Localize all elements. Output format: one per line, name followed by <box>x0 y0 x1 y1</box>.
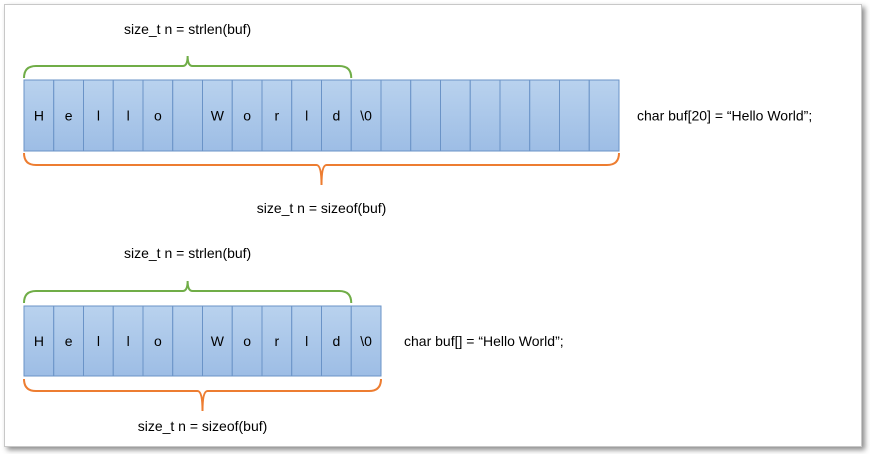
array-cell-char: o <box>243 333 251 349</box>
array-cell-char: o <box>154 333 162 349</box>
sizeof-label: size_t n = sizeof(buf) <box>257 200 387 216</box>
array-cell <box>53 79 84 152</box>
array-cell <box>142 79 174 152</box>
array-cell-char: d <box>332 108 340 124</box>
array-cell-char: e <box>65 333 73 349</box>
array-cell-char: \0 <box>360 333 372 349</box>
array-cell <box>23 305 55 377</box>
array-cell <box>410 79 441 152</box>
array-cell-char: r <box>275 333 280 349</box>
array-cell <box>112 305 144 377</box>
declaration-label: char buf[] = “Hello World”; <box>404 333 564 349</box>
array-cell <box>350 305 382 377</box>
sizeof-brace <box>23 378 382 412</box>
array-cell-char: l <box>97 333 100 349</box>
array-cell-char: l <box>127 108 130 124</box>
array-cell <box>559 79 590 152</box>
strlen-brace <box>23 55 353 79</box>
array-cell <box>291 305 322 377</box>
array-cell <box>202 305 233 377</box>
array-cell-char: e <box>65 108 73 124</box>
array-cell-char: \0 <box>360 108 372 124</box>
array-cell <box>202 79 233 152</box>
array-cell-char: W <box>211 333 225 349</box>
array-cell-char: o <box>154 108 162 124</box>
array-cell <box>112 79 144 152</box>
array-cell <box>499 79 531 152</box>
array-cell <box>440 79 471 152</box>
array-cell <box>231 305 263 377</box>
array-cell-char: l <box>97 108 100 124</box>
array-cell <box>261 79 293 152</box>
array-cell <box>469 79 501 152</box>
array-cell <box>172 79 203 152</box>
array-cell-char: H <box>34 108 44 124</box>
array-cell <box>23 79 55 152</box>
array-cell <box>231 79 263 152</box>
array-cell-char: o <box>243 108 251 124</box>
array-cell-char: H <box>34 333 44 349</box>
array-cell <box>53 305 84 377</box>
array-cell <box>588 79 620 152</box>
declaration-label: char buf[20] = “Hello World”; <box>637 108 812 124</box>
array-cell <box>142 305 174 377</box>
strlen-label: size_t n = strlen(buf) <box>124 21 251 37</box>
array-cell-char: l <box>305 108 308 124</box>
array-cell-char: d <box>332 333 340 349</box>
array-cell <box>172 305 203 377</box>
strlen-label: size_t n = strlen(buf) <box>124 245 251 261</box>
array-cell-char: W <box>211 108 225 124</box>
array-cell <box>350 79 382 152</box>
sizeof-brace <box>23 152 620 186</box>
array-cell-char: l <box>305 333 308 349</box>
array-cell-char: l <box>127 333 130 349</box>
array-cell <box>529 79 560 152</box>
array-cell <box>380 79 412 152</box>
sizeof-label: size_t n = sizeof(buf) <box>138 418 268 434</box>
array-cell-char: r <box>275 108 280 124</box>
array-cell <box>291 79 322 152</box>
array-cell <box>261 305 293 377</box>
strlen-brace <box>23 280 353 304</box>
array-cell <box>321 305 352 377</box>
